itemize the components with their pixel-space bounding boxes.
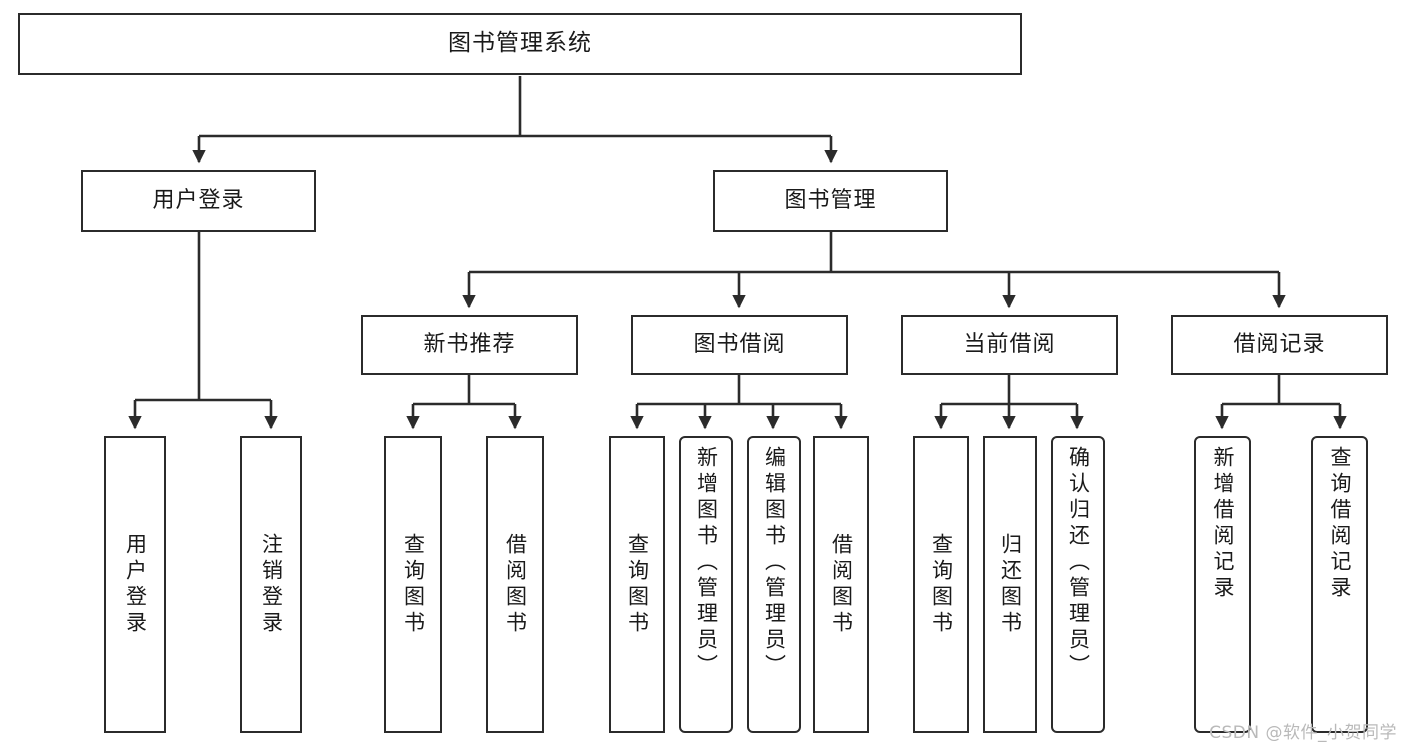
node-label: 注销登录	[259, 532, 284, 637]
node-cur-query-book[interactable]: 查询图书	[913, 436, 969, 733]
node-brw-borrow-book[interactable]: 借阅图书	[813, 436, 869, 733]
node-label: 当前借阅	[963, 332, 1056, 358]
node-user-login[interactable]: 用户登录	[81, 170, 316, 232]
node-add-borrow-record[interactable]: 新增借阅记录	[1194, 436, 1251, 733]
node-root-system[interactable]: 图书管理系统	[18, 13, 1022, 75]
node-cur-return-book[interactable]: 归还图书	[983, 436, 1037, 733]
node-brw-add-book[interactable]: 新增图书（管理员）	[679, 436, 733, 733]
node-book-borrow[interactable]: 图书借阅	[631, 315, 848, 375]
node-login-action[interactable]: 用户登录	[104, 436, 166, 733]
node-book-manage[interactable]: 图书管理	[713, 170, 948, 232]
node-new-book-recommend[interactable]: 新书推荐	[361, 315, 578, 375]
node-label: 图书管理	[784, 188, 877, 214]
node-label: 用户登录	[152, 188, 245, 214]
node-current-borrow[interactable]: 当前借阅	[901, 315, 1118, 375]
node-label: 查询图书	[625, 532, 650, 637]
node-label: 图书管理系统	[448, 30, 592, 57]
node-cur-confirm-return[interactable]: 确认归还（管理员）	[1051, 436, 1105, 733]
node-query-borrow-record[interactable]: 查询借阅记录	[1311, 436, 1368, 733]
node-label: 新增图书（管理员）	[694, 446, 719, 680]
node-label: 借阅记录	[1233, 332, 1326, 358]
node-label: 查询图书	[401, 532, 426, 637]
node-brw-edit-book[interactable]: 编辑图书（管理员）	[747, 436, 801, 733]
node-label: 新增借阅记录	[1211, 446, 1235, 602]
node-logout-action[interactable]: 注销登录	[240, 436, 302, 733]
node-label: 新书推荐	[423, 332, 516, 358]
node-rec-query-book[interactable]: 查询图书	[384, 436, 442, 733]
node-label: 确认归还（管理员）	[1066, 446, 1091, 680]
node-label: 借阅图书	[503, 532, 528, 637]
node-label: 借阅图书	[829, 532, 854, 637]
node-label: 用户登录	[123, 532, 148, 637]
csdn-watermark: CSDN @软件_小贺同学	[1209, 723, 1397, 743]
node-label: 查询图书	[929, 532, 954, 637]
node-borrow-record[interactable]: 借阅记录	[1171, 315, 1388, 375]
node-rec-borrow-book[interactable]: 借阅图书	[486, 436, 544, 733]
node-label: 图书借阅	[693, 332, 786, 358]
node-brw-query-book[interactable]: 查询图书	[609, 436, 665, 733]
node-label: 编辑图书（管理员）	[762, 446, 787, 680]
node-label: 查询借阅记录	[1328, 446, 1352, 602]
node-label: 归还图书	[998, 532, 1023, 637]
